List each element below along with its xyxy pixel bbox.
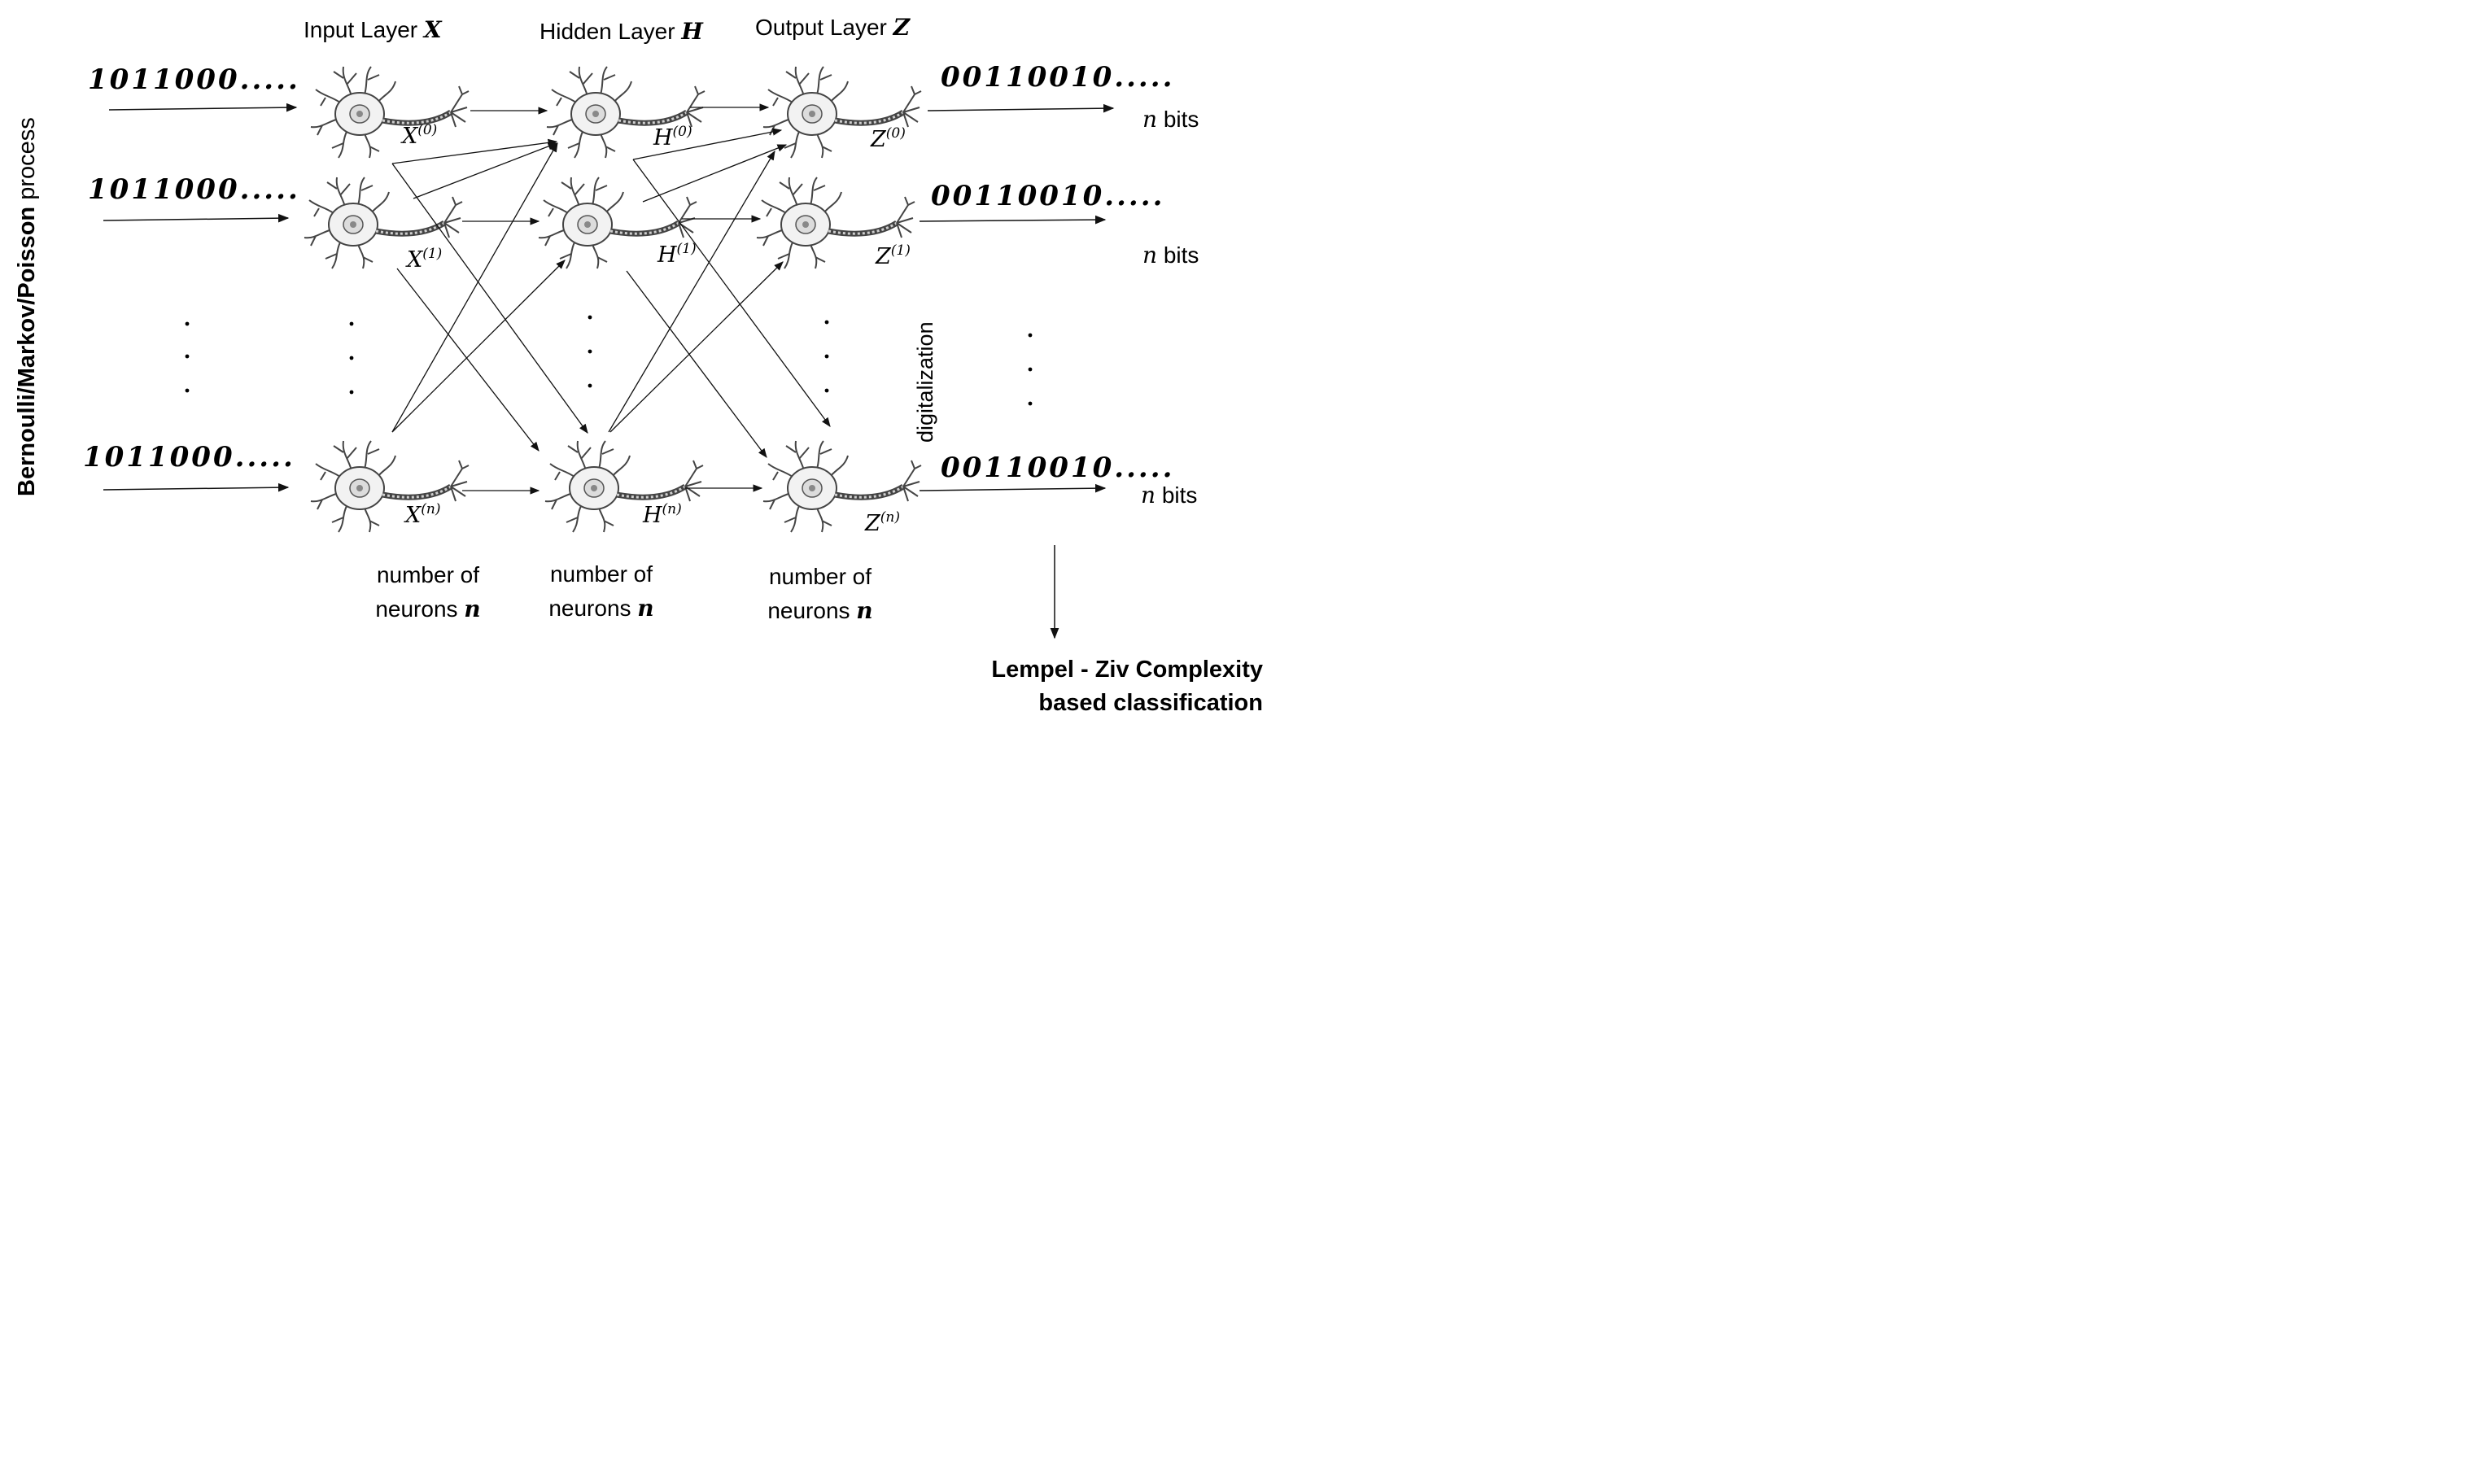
- neuron-label-h0: H(0): [653, 124, 692, 151]
- connection-h0-z0-cross: [632, 128, 783, 160]
- neuron-count-input-line1: number of: [377, 562, 479, 587]
- connection-x0-hn: [391, 163, 588, 434]
- connection-h0-zn: [632, 159, 831, 427]
- neuron-label-x1: X(1): [405, 246, 442, 273]
- connection-h1-z0: [642, 144, 788, 203]
- neuron-count-hidden-line1: number of: [550, 561, 653, 587]
- connection-x0-h0-cross: [391, 138, 558, 164]
- input-arrow-n: [103, 482, 290, 492]
- neuron-count-input: number of neurons n: [375, 562, 480, 622]
- output-neuron-0: [763, 67, 921, 158]
- output-sequence-1: 00110010.....: [931, 180, 1164, 212]
- ellipsis-sequences: [185, 321, 190, 393]
- connection-x1-hn: [396, 268, 540, 452]
- output-arrow-1: [919, 215, 1107, 225]
- neuron-count-hidden: number of neurons n: [548, 561, 653, 622]
- output-sequence-n: 00110010.....: [941, 452, 1174, 484]
- neural-network-diagram: Bernoulli/Markov/Poisson process Input L…: [14, 14, 1263, 716]
- neuron-count-output-line1: number of: [769, 564, 872, 589]
- neuron-count-output-line2: neurons n: [767, 597, 872, 624]
- input-sequence-1: 1011000.....: [88, 173, 300, 206]
- connection-xn-h1: [391, 260, 566, 433]
- neuron-label-xn: X(n): [404, 501, 440, 528]
- hidden-neuron-n: [545, 441, 703, 532]
- neuron-count-output: number of neurons n: [767, 564, 872, 624]
- neuron-count-input-line2: neurons n: [375, 596, 480, 622]
- ellipsis-output-layer: [824, 320, 829, 393]
- input-neuron-0: [311, 67, 469, 158]
- input-arrow-1: [103, 213, 290, 223]
- ellipsis-output-bits: [1028, 333, 1033, 406]
- output-arrow-0: [927, 103, 1115, 113]
- bits-label-n: n bits: [1141, 482, 1197, 508]
- neuron-label-z0: Z(0): [870, 125, 906, 152]
- neuron-label-zn: Z(n): [864, 509, 900, 536]
- output-sequence-0: 00110010.....: [941, 61, 1174, 94]
- neuron-label-h1: H(1): [657, 241, 697, 268]
- input-layer-title: Input Layer X: [304, 16, 443, 43]
- neuron-label-x0: X(0): [400, 122, 437, 149]
- input-sequence-n: 1011000.....: [83, 441, 295, 474]
- bits-label-0: n bits: [1142, 106, 1199, 133]
- connection-hn-z0: [608, 150, 775, 433]
- ellipsis-input-layer: [349, 321, 354, 395]
- neuron-label-z1: Z(1): [875, 242, 911, 269]
- classification-label-line2: based classification: [1038, 690, 1263, 716]
- connection-xn-h0: [391, 142, 558, 433]
- input-sequence-0: 1011000.....: [88, 63, 300, 96]
- input-arrow-0: [108, 103, 298, 112]
- hidden-neuron-0: [547, 67, 705, 158]
- connection-hn-z1: [609, 261, 784, 433]
- hidden-layer-title: Hidden Layer H: [540, 18, 704, 45]
- neuron-label-hn: H(n): [642, 501, 682, 528]
- classification-label-line1: Lempel - Ziv Complexity: [991, 657, 1263, 683]
- input-neuron-n: [311, 441, 469, 532]
- output-arrow-n: [919, 483, 1107, 493]
- digitalization-label: digitalization: [913, 321, 937, 443]
- connection-x1-h0: [413, 142, 558, 199]
- ellipsis-hidden-layer: [588, 315, 592, 388]
- process-label: Bernoulli/Markov/Poisson process: [14, 117, 40, 496]
- output-layer-title: Output Layer Z: [755, 14, 911, 41]
- neuron-count-hidden-line2: neurons n: [548, 595, 653, 622]
- connection-h1-zn: [626, 270, 767, 458]
- bits-label-1: n bits: [1142, 242, 1199, 268]
